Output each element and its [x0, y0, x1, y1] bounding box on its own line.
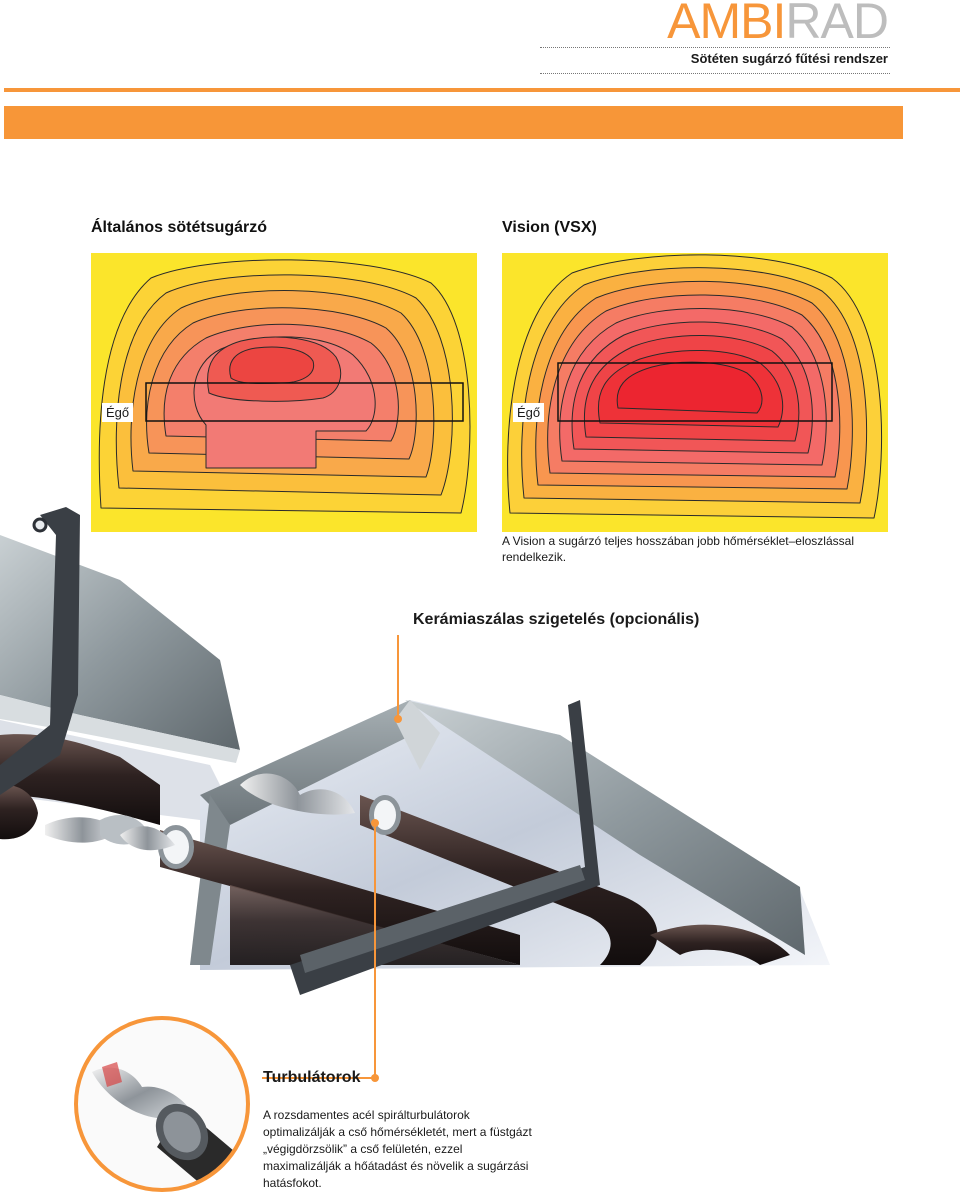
general-heat-map: [91, 253, 477, 532]
brand-logo-part2: RAD: [785, 0, 889, 49]
header-band: [4, 106, 903, 139]
dotted-rule-top: [540, 47, 890, 48]
page-subtitle: Sötéten sugárzó fűtési rendszer: [690, 51, 888, 66]
turbulators-description: A rozsdamentes acél spirálturbulátorok o…: [263, 1108, 532, 1190]
header-rule: [4, 88, 960, 92]
brand-logo: AMBIRAD: [667, 0, 889, 50]
turbulator-detail-inset: [74, 1016, 250, 1192]
vision-heading: Vision (VSX): [502, 219, 597, 236]
insulation-callout: Kerámiaszálas szigetelés (opcionális): [413, 611, 700, 628]
heater-illustration: [0, 507, 830, 1082]
turbulators-title: Turbulátorok: [263, 1069, 361, 1086]
brand-logo-part1: AMBI: [667, 0, 786, 49]
dotted-rule-bottom: [540, 73, 890, 74]
vision-caption: A Vision a sugárzó teljes hosszában jobb…: [502, 534, 854, 564]
general-burner-label: Égő: [102, 403, 134, 422]
general-radiator-heading: Általános sötétsugárzó: [91, 219, 268, 236]
vision-burner-label: Égő: [513, 403, 545, 422]
vision-heat-map: [502, 253, 888, 532]
